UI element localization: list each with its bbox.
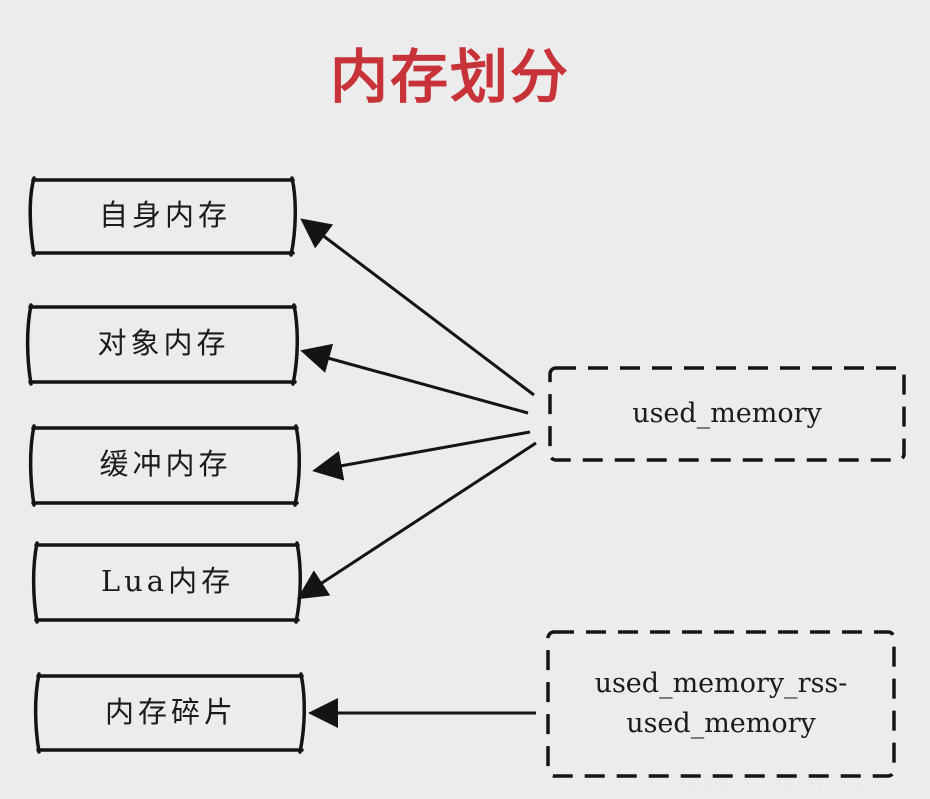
arrow-to-lua-memory xyxy=(296,441,537,600)
category-box-1 xyxy=(28,176,298,257)
source-label-rss: used_memory_rss- used_memory xyxy=(552,640,890,768)
source-label-rss-line1: used_memory_rss- xyxy=(594,667,848,699)
source-label-rss-line2: used_memory xyxy=(626,708,816,739)
arrow-to-buffer-memory xyxy=(312,430,531,481)
source-box-used-memory xyxy=(548,366,906,462)
category-box-2 xyxy=(25,303,300,386)
category-box-3 xyxy=(28,424,302,507)
category-box-5 xyxy=(33,672,307,754)
watermark: https://blog.csdn.net/m495096871 xyxy=(676,777,920,793)
category-label-object-memory: 对象内存 xyxy=(97,326,230,361)
category-label-fragmentation: 内存碎片 xyxy=(104,695,237,730)
source-label-used-memory-text: used_memory xyxy=(632,397,822,429)
arrow-to-self-memory xyxy=(300,218,535,397)
page-title: 内存划分 xyxy=(329,43,570,111)
arrow-to-object-memory xyxy=(300,343,529,415)
source-box-rss xyxy=(546,630,896,778)
category-box-4 xyxy=(31,541,303,624)
source-label-used-memory: used_memory xyxy=(556,372,898,456)
category-label-self-memory: 自身内存 xyxy=(98,198,231,233)
category-label-lua-memory: Lua内存 xyxy=(100,564,235,599)
category-label-buffer-memory: 缓冲内存 xyxy=(99,447,232,482)
